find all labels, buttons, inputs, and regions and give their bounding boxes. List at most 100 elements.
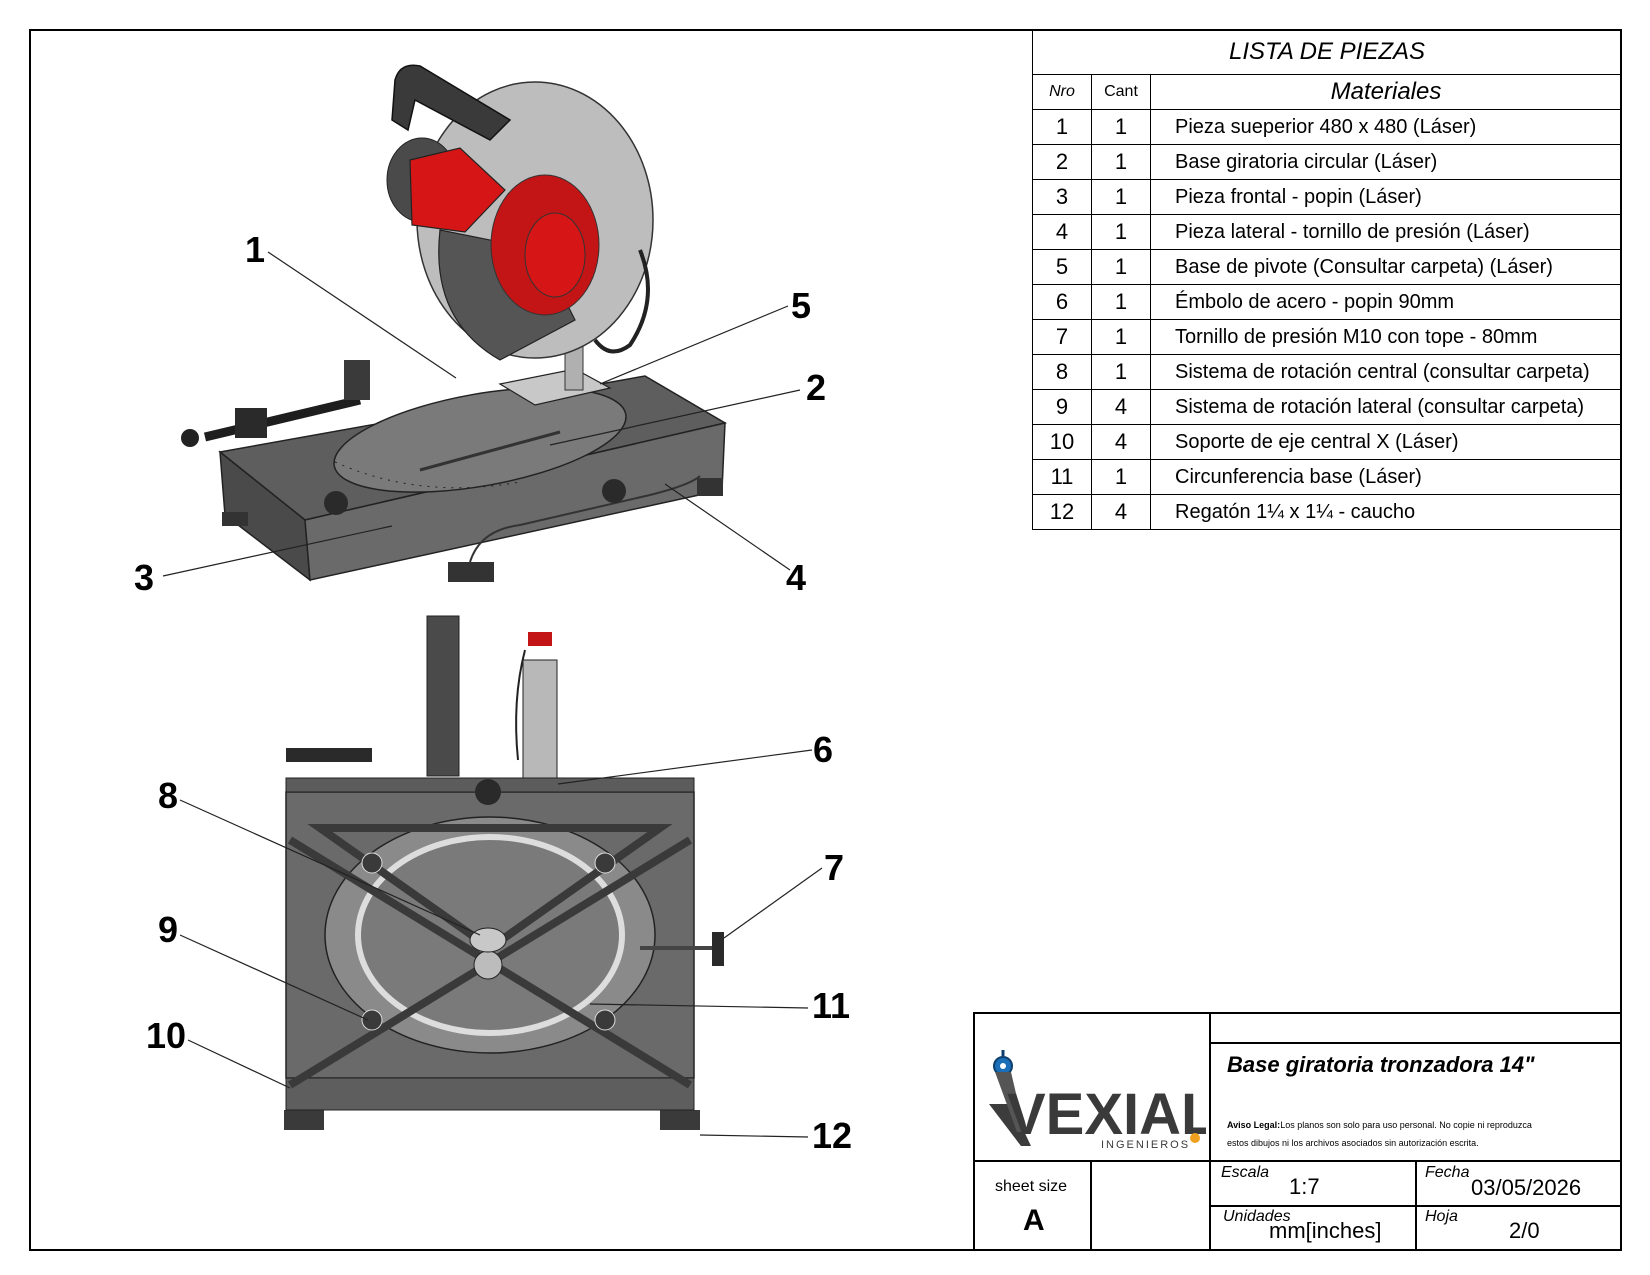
callout-4: 4	[786, 557, 806, 598]
parts-list-title: LISTA DE PIEZAS	[1032, 29, 1622, 75]
part-number: 3	[1032, 179, 1092, 215]
legal-text-2: estos dibujos ni los archivos asociados …	[1227, 1138, 1479, 1148]
part-quantity: 1	[1091, 354, 1151, 390]
sheet-size-value: A	[1023, 1204, 1045, 1237]
callout-2: 2	[806, 367, 826, 408]
part-material: Base giratoria circular (Láser)	[1150, 144, 1622, 180]
callout-8: 8	[158, 775, 178, 816]
part-material: Sistema de rotación lateral (consultar c…	[1150, 389, 1622, 425]
red-guard	[409, 147, 506, 233]
part-material: Pieza frontal - popin (Láser)	[1150, 179, 1622, 215]
title-block: VEXIAL INGENIEROS Base giratoria tronzad…	[973, 1012, 1622, 1251]
callout-3: 3	[134, 557, 154, 598]
part-material: Base de pivote (Consultar carpeta) (Láse…	[1150, 249, 1622, 285]
part-material: Pieza sueperior 480 x 480 (Láser)	[1150, 109, 1622, 145]
fecha-value: 03/05/2026	[1471, 1175, 1582, 1200]
part-material: Circunferencia base (Láser)	[1150, 459, 1622, 495]
part-number: 4	[1032, 214, 1092, 250]
callout-1: 1	[245, 229, 265, 270]
vexial-logo: VEXIAL INGENIEROS	[989, 1050, 1206, 1151]
part-number: 12	[1032, 494, 1092, 530]
part-material: Soporte de eje central X (Láser)	[1150, 424, 1622, 460]
part-material: Émbolo de acero - popin 90mm	[1150, 284, 1622, 320]
assembly-drawing: 1 2 3 4 5 6 7 8 9 11 10 12	[134, 64, 852, 1156]
part-number: 9	[1032, 389, 1092, 425]
side-knob	[602, 479, 626, 503]
front-knob	[324, 491, 348, 515]
part-quantity: 4	[1091, 424, 1151, 460]
part-quantity: 1	[1091, 459, 1151, 495]
part-number: 5	[1032, 249, 1092, 285]
unidades-label: Unidades	[1223, 1208, 1291, 1225]
part-quantity: 1	[1091, 214, 1151, 250]
part-number: 11	[1032, 459, 1092, 495]
sheet-size-label: sheet size	[995, 1178, 1068, 1195]
part-number: 2	[1032, 144, 1092, 180]
callout-9: 9	[158, 909, 178, 950]
header-materiales: Materiales	[1150, 74, 1622, 110]
part-quantity: 1	[1091, 109, 1151, 145]
header-cant: Cant	[1091, 74, 1151, 110]
hoja-label: Hoja	[1425, 1208, 1458, 1225]
part-quantity: 1	[1091, 319, 1151, 355]
saw-blade	[416, 81, 654, 361]
leader-lines	[162, 251, 823, 1138]
hoja-value: 2/0	[1509, 1218, 1540, 1243]
compass-icon	[993, 1050, 1013, 1076]
part-quantity: 1	[1091, 179, 1151, 215]
bottom-view	[284, 615, 724, 1130]
part-quantity: 4	[1091, 389, 1151, 425]
isometric-view	[181, 64, 728, 582]
saw-handle	[391, 64, 512, 141]
part-number: 6	[1032, 284, 1092, 320]
callout-11: 11	[812, 985, 850, 1026]
part-number: 7	[1032, 319, 1092, 355]
part-quantity: 1	[1091, 249, 1151, 285]
part-material: Sistema de rotación central (consultar c…	[1150, 354, 1622, 390]
part-material: Tornillo de presión M10 con tope - 80mm	[1150, 319, 1622, 355]
callouts: 1 2 3 4 5 6 7 8 9 11 10 12	[134, 229, 852, 1156]
legal-text-1: Los planos son solo para uso personal. N…	[1280, 1120, 1532, 1130]
center-hub	[473, 950, 503, 980]
part-quantity: 1	[1091, 284, 1151, 320]
drawing-title: Base giratoria tronzadora 14"	[1227, 1052, 1535, 1077]
escala-label: Escala	[1221, 1164, 1270, 1181]
logo-subtext: INGENIEROS	[1101, 1139, 1190, 1151]
part-number: 8	[1032, 354, 1092, 390]
unidades-value: mm[inches]	[1269, 1218, 1382, 1243]
callout-10: 10	[146, 1015, 186, 1056]
part-quantity: 1	[1091, 144, 1151, 180]
escala-value: 1:7	[1289, 1174, 1320, 1199]
part-material: Regatón 1¼ x 1¼ - caucho	[1150, 494, 1622, 530]
fecha-label: Fecha	[1425, 1164, 1470, 1181]
vise	[181, 360, 370, 447]
legal-label: Aviso Legal:	[1227, 1120, 1281, 1130]
logo-text: VEXIAL	[1007, 1082, 1206, 1147]
callout-7: 7	[824, 847, 844, 888]
legal-notice-line-1: Aviso Legal:Los planos son solo para uso…	[1227, 1120, 1532, 1130]
callout-12: 12	[812, 1115, 852, 1156]
part-quantity: 4	[1091, 494, 1151, 530]
part-number: 10	[1032, 424, 1092, 460]
callout-6: 6	[813, 729, 833, 770]
part-material: Pieza lateral - tornillo de presión (Lás…	[1150, 214, 1622, 250]
callout-5: 5	[791, 285, 811, 326]
rotating-disc	[333, 387, 627, 493]
drawing-frame	[29, 29, 1622, 1251]
header-nro: Nro	[1032, 74, 1092, 110]
part-number: 1	[1032, 109, 1092, 145]
